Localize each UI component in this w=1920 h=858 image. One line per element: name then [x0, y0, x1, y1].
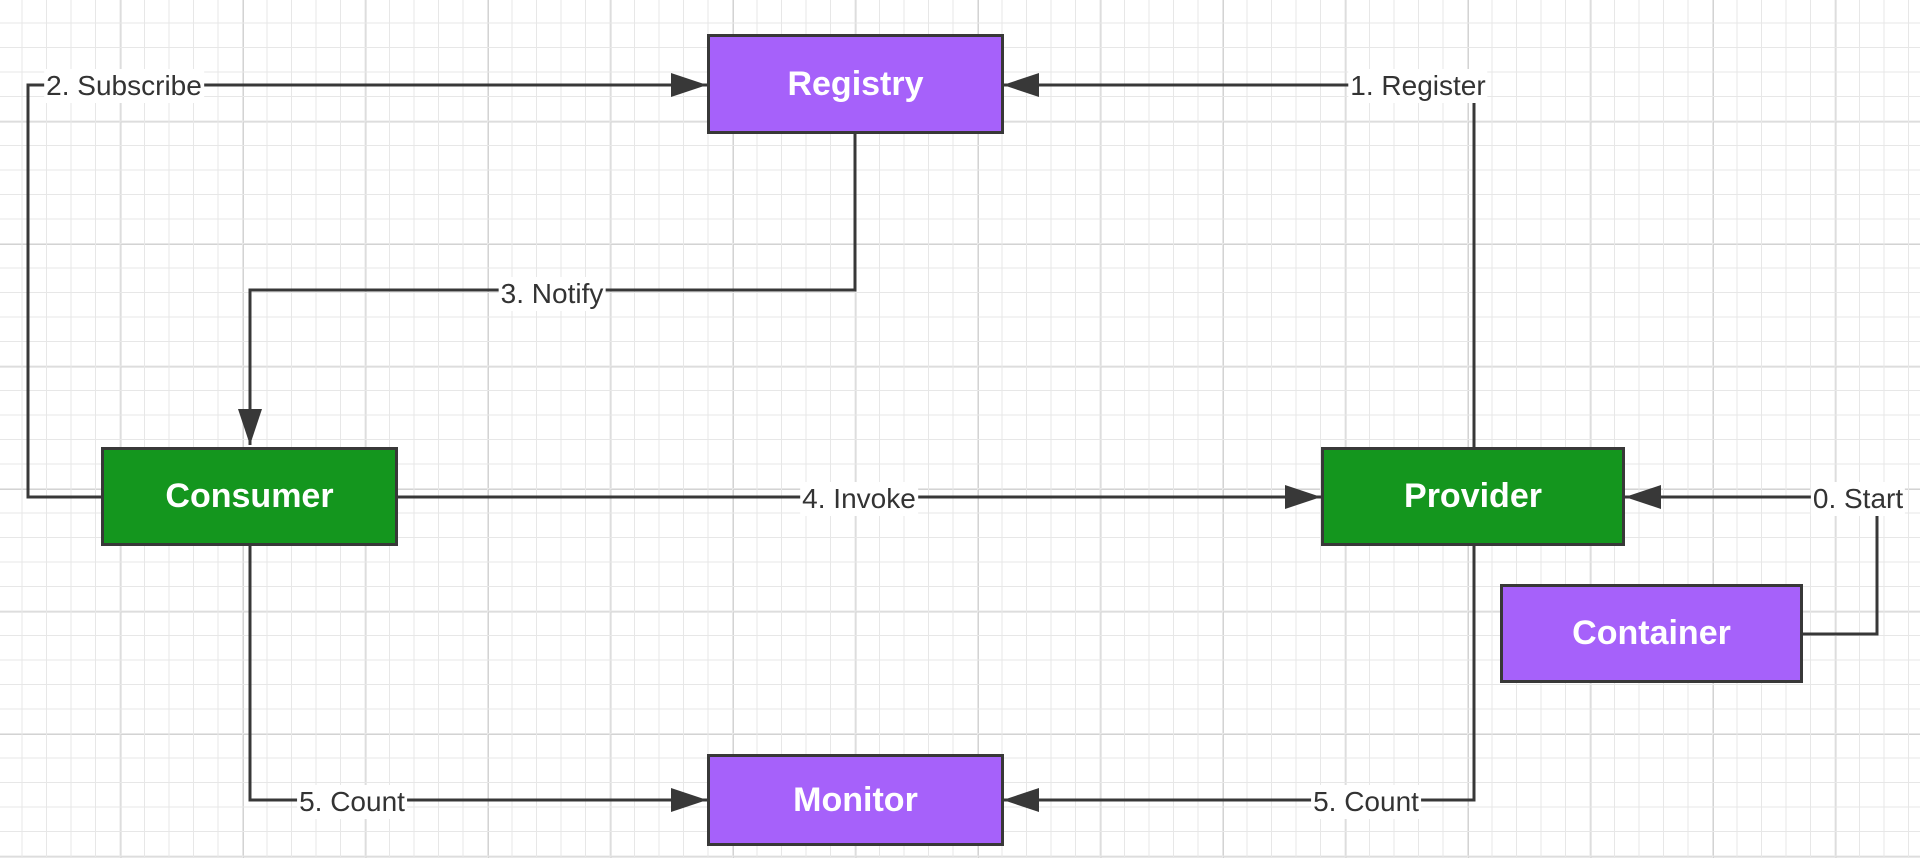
edge-count-left	[248, 545, 707, 812]
consumer-node-label: Consumer	[165, 477, 334, 515]
container-node-label: Container	[1572, 614, 1731, 652]
edge-label-start: 0. Start	[1810, 482, 1906, 516]
consumer-node[interactable]: Consumer	[101, 447, 398, 546]
edge-count-right	[1003, 545, 1476, 812]
container-node[interactable]: Container	[1500, 584, 1803, 683]
edge-label-notify: 3. Notify	[498, 277, 606, 311]
provider-node-label: Provider	[1404, 477, 1542, 515]
registry-node-label: Registry	[787, 64, 924, 103]
edge-label-count-right: 5. Count	[1311, 785, 1421, 819]
edge-subscribe	[26, 73, 707, 499]
monitor-node-label: Monitor	[793, 780, 918, 819]
edge-label-register: 1. Register	[1348, 69, 1488, 103]
edge-register	[1003, 73, 1476, 447]
provider-node[interactable]: Provider	[1321, 447, 1625, 546]
edge-label-subscribe: 2. Subscribe	[44, 69, 204, 103]
edge-label-invoke: 4. Invoke	[800, 482, 918, 516]
edge-start	[1625, 485, 1879, 636]
edge-label-count-left: 5. Count	[297, 785, 407, 819]
registry-node[interactable]: Registry	[707, 34, 1004, 134]
monitor-node[interactable]: Monitor	[707, 754, 1004, 846]
